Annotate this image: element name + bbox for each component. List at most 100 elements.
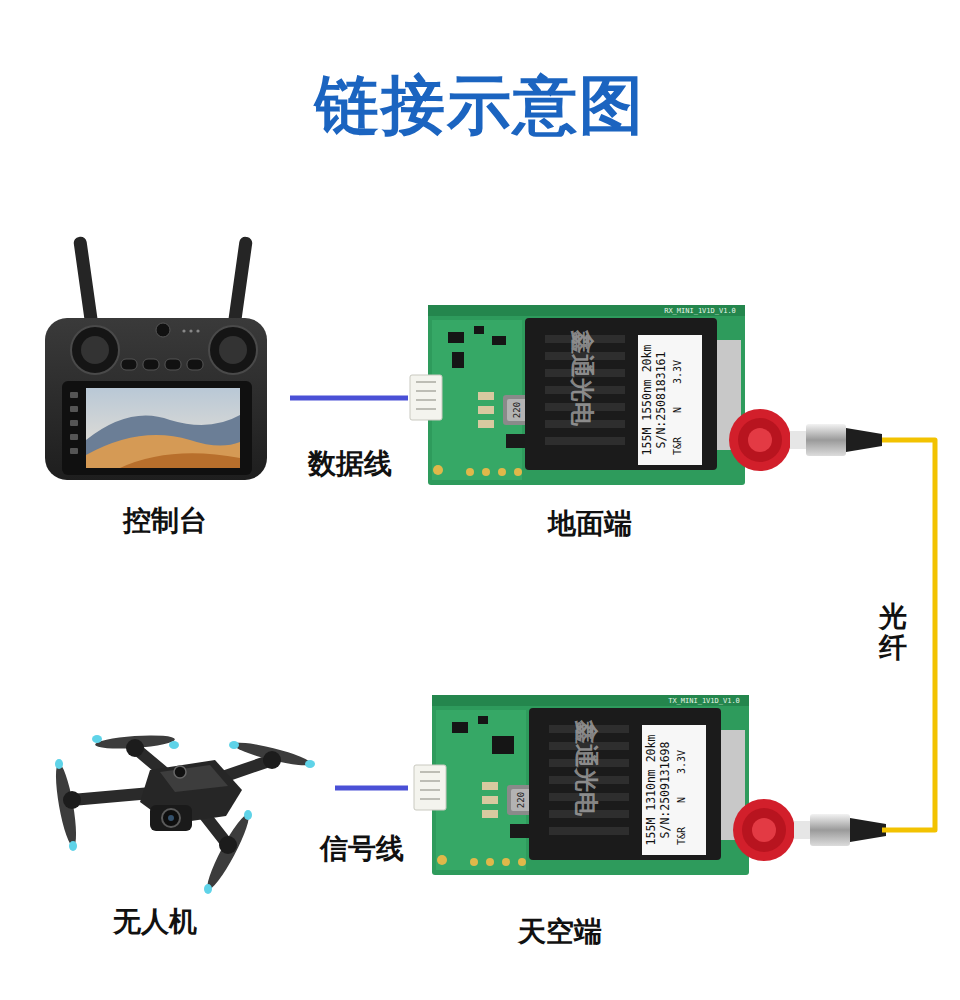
module-board-part [432,695,749,875]
voltage-marking: 3.3V [673,360,683,384]
drone-picture-part [219,836,237,854]
board-marking: TX_MINI_1V1D_V1.0 [668,698,740,705]
module-board-part [748,428,772,452]
controller-picture-part [70,406,78,412]
module-board-part [507,399,527,421]
board-marking: RX_MINI_1V1D_V1.0 [664,308,736,315]
controller-picture-part [86,388,240,468]
voltage-marking: 3.3V [677,750,687,774]
module-board-part [482,782,498,790]
module-board-part [846,428,882,452]
controller-picture-part [143,359,159,370]
controller-picture-part [70,392,78,398]
module-board-part [432,695,749,706]
inductor-marking: 220 [517,792,526,808]
module-board-part [478,420,494,428]
module-board-part [452,722,468,733]
module-board-part [498,468,506,476]
controller-picture-part [187,359,203,370]
drone-picture [52,733,315,894]
module-board-part [810,814,850,846]
drone-picture-part [162,809,180,827]
drone-picture-part [69,841,77,851]
watermark: 鑫通光电 [574,720,598,816]
module-board-part [518,858,526,866]
module-board-part [428,305,745,316]
module-board-part [420,780,440,782]
module-board [414,695,886,875]
module-marking: T&R [673,437,683,455]
signal-cable [335,786,408,791]
drone-picture-part [52,762,80,847]
module-board-part [420,789,440,791]
module-board-part [742,808,786,852]
controller-picture-part [189,329,192,332]
edge-label: 信号线 [316,830,408,868]
controller-picture-part [121,359,137,370]
drone-picture-part [92,735,102,743]
module-board-part [545,437,625,445]
module-board-part [478,406,494,414]
controller-picture-part [182,329,185,332]
drone-picture-part [305,760,315,768]
module-board-part [410,375,442,420]
module-board-part [506,434,526,448]
controller-picture-part [70,434,78,440]
controller-picture-part [86,415,240,468]
controller-picture [45,236,267,480]
controller-picture-part [219,336,247,364]
module-marking: N [673,407,683,413]
node-label: 控制台 [123,502,207,540]
module-board-part [416,408,436,410]
drone-picture-part [126,739,144,757]
drone-picture-part [263,751,281,769]
module-board-part [549,827,629,835]
drone-picture-part [160,765,228,792]
module-board-part [478,392,494,400]
module-board-part [729,409,791,471]
module-board-part [420,771,440,773]
module-board-part [474,326,484,334]
module-board-part [433,465,443,475]
controller-picture-part [70,420,78,426]
module-board-part [738,418,782,462]
module-board-part [642,725,706,855]
serial-number: S/N:2509131698 [660,742,672,839]
module-board-part [525,318,717,470]
controller-picture-part [45,318,267,480]
controller-picture-part [165,359,181,370]
inductor-marking: 220 [513,402,522,418]
drone-picture-part [202,812,254,893]
module-board-part [466,468,474,476]
module-board-part [470,858,478,866]
module-board-part [511,789,531,811]
module-board-part [416,381,436,383]
node-label: 无人机 [113,903,197,941]
module-spec: 155M 1310nm 20km [646,735,658,846]
module-board-part [752,818,776,842]
module-board-part [482,796,498,804]
drone-picture-part [174,766,186,778]
drone-picture-part [168,815,174,821]
node-label: 地面端 [548,505,632,543]
controller-picture-part [70,448,78,454]
module-board-part [850,818,886,842]
module-board-part [428,305,745,485]
module-board-part [638,335,702,465]
module-board-part [416,390,436,392]
controller-picture-part [156,323,170,337]
module-spec: 155M 1550nm 20km [642,345,654,456]
controller-picture-part [86,435,240,468]
watermark: 鑫通光电 [570,330,594,426]
drone-picture-part [63,791,81,809]
sky-module-node: 天空端 [408,685,882,955]
controller-picture-part [196,329,199,332]
serial-number: S/N:2508183161 [656,352,668,449]
module-board-part [478,716,488,724]
module-board-part [492,736,514,754]
node-label: 天空端 [518,913,602,951]
controller-picture-part [81,336,109,364]
edge-label: 光纤 [879,600,907,666]
